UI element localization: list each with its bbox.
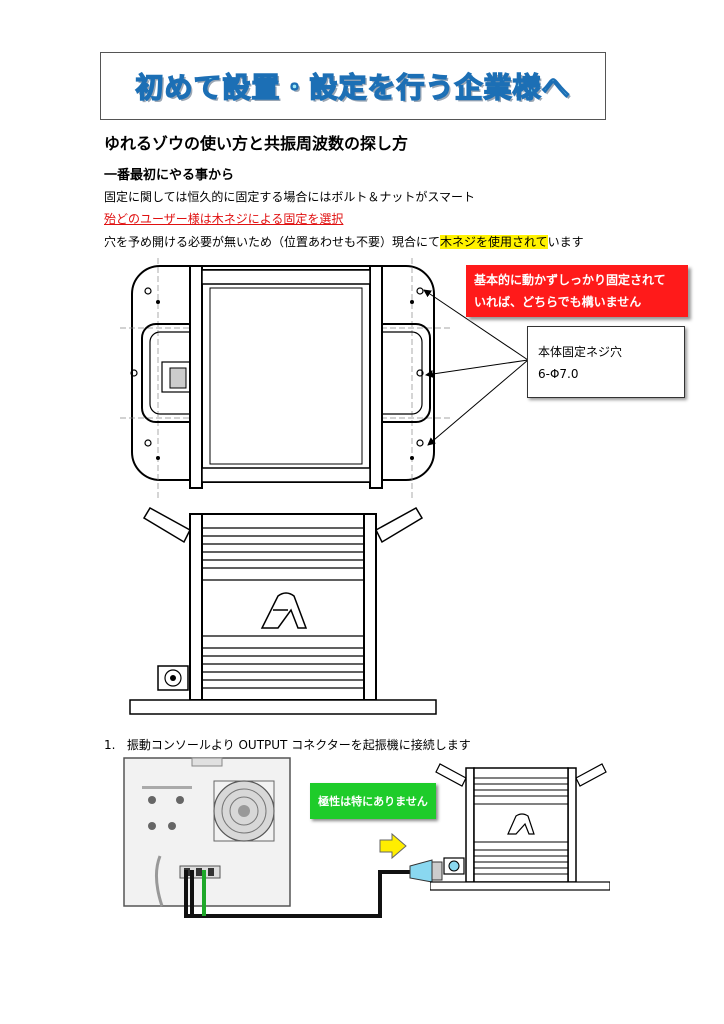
fixing-note-line2: いれば、どちらでも構いません — [474, 295, 642, 309]
output-cables — [184, 832, 443, 918]
fixing-note-box: 基本的に動かずしっかり固定されて いれば、どちらでも構いません — [466, 265, 688, 317]
title-banner: 初めて設置・設定を行う企業様へ — [100, 52, 606, 120]
banner-title: 初めて設置・設定を行う企業様へ — [135, 70, 571, 104]
callout-spec: 6-Φ7.0 — [538, 367, 579, 381]
text-line-3-pre: 穴を予め開ける必要が無いため（位置あわせも不要）現合にて — [104, 235, 441, 249]
step-1: 1. 振動コンソールより OUTPUT コネクターを起振機に接続します — [104, 736, 471, 753]
step-1-text: 振動コンソールより OUTPUT コネクターを起振機に接続します — [126, 738, 471, 752]
callout-title: 本体固定ネジ穴 — [538, 345, 623, 359]
polarity-note-text: 極性は特にありません — [318, 795, 428, 808]
text-line-3: 穴を予め開ける必要が無いため（位置あわせも不要）現合にて木ネジを使用されています — [104, 233, 584, 250]
callout-arrows — [423, 289, 529, 446]
text-line-1: 固定に関しては恒久的に固定する場合にはボルト＆ナットがスマート — [104, 190, 476, 204]
step-1-number: 1. — [104, 738, 116, 752]
text-line-2: 殆どのユーザー様は木ネジによる固定を選択 — [104, 212, 344, 226]
console-photo — [123, 757, 291, 907]
fixing-note-line1: 基本的に動かずしっかり固定されて — [474, 273, 666, 287]
shaker-small-drawing — [430, 763, 610, 891]
front-view-drawing — [129, 506, 437, 715]
screw-hole-callout: 本体固定ネジ穴 6-Φ7.0 — [527, 326, 685, 398]
page-heading: ゆれるゾウの使い方と共振周波数の探し方 — [104, 134, 409, 153]
polarity-note-box: 極性は特にありません — [310, 783, 436, 819]
text-line-3-post: います — [547, 235, 584, 249]
section-subheading: 一番最初にやる事から — [104, 168, 235, 183]
text-line-3-highlight: 木ネジを使用されて — [440, 235, 548, 249]
top-view-drawing — [120, 258, 450, 498]
